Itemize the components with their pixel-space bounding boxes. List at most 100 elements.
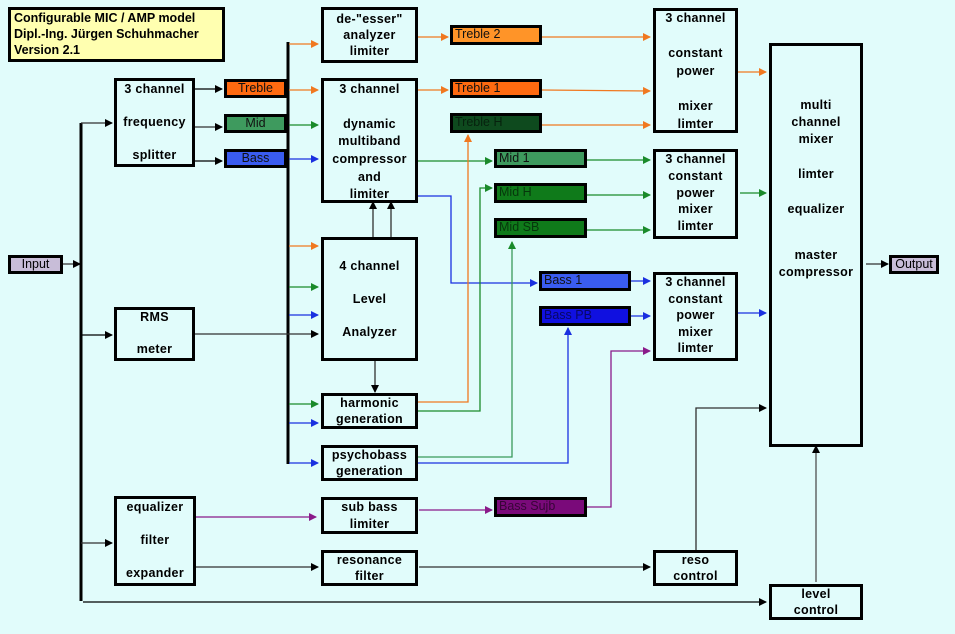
channel-treble-h[interactable]: Treble H bbox=[450, 113, 542, 133]
block-label: control bbox=[793, 603, 839, 617]
block-label: constant bbox=[668, 291, 723, 306]
version-line: Version 2.1 bbox=[14, 43, 81, 57]
block-label: master bbox=[794, 248, 838, 262]
block-label: power bbox=[676, 308, 715, 322]
block-label: de-"esser" bbox=[336, 12, 403, 26]
block-label: constant bbox=[668, 46, 723, 60]
output-node[interactable]: Output bbox=[889, 255, 939, 274]
rms-meter-block[interactable]: RMS meter bbox=[114, 307, 195, 361]
block-label: control bbox=[673, 569, 718, 583]
block-label: 3 channel bbox=[665, 152, 726, 166]
block-label: meter bbox=[136, 342, 173, 356]
block-label: compressor bbox=[778, 265, 854, 279]
block-label: RMS bbox=[140, 310, 169, 324]
channel-label: Mid SB bbox=[499, 220, 540, 234]
block-label: generation bbox=[336, 412, 403, 426]
channel-label: Treble H bbox=[455, 115, 503, 129]
block-label: and bbox=[357, 170, 382, 184]
block-label: splitter bbox=[132, 148, 177, 162]
resonance-filter-block[interactable]: resonance filter bbox=[321, 550, 418, 586]
deesser-block[interactable]: de-"esser" analyzer limiter bbox=[321, 7, 418, 63]
channel-mid[interactable]: Mid bbox=[224, 114, 287, 133]
channel-label: Treble bbox=[238, 81, 273, 95]
block-label: constant bbox=[668, 168, 723, 183]
block-label: mixer bbox=[678, 99, 713, 113]
block-label: filter bbox=[140, 533, 170, 547]
harmonic-generation-block[interactable]: harmonic generation bbox=[321, 393, 418, 429]
mid-mixer-block[interactable]: 3 channel constant power mixer limter bbox=[653, 149, 738, 239]
channel-treble-1[interactable]: Treble 1 bbox=[450, 79, 542, 98]
block-label: 3 channel bbox=[124, 82, 185, 96]
block-label: limter bbox=[677, 117, 714, 131]
block-label: channel bbox=[791, 115, 841, 129]
block-label: mixer bbox=[678, 202, 713, 217]
block-label: 3 channel bbox=[665, 11, 726, 25]
treble-mixer-block[interactable]: 3 channel constant power mixer limter bbox=[653, 8, 738, 133]
block-label: generation bbox=[336, 464, 403, 478]
block-label: Level bbox=[352, 292, 387, 306]
channel-label: Treble 1 bbox=[455, 81, 501, 95]
block-label: reso bbox=[681, 553, 710, 567]
title-line: Configurable MIC / AMP model bbox=[14, 11, 196, 25]
channel-label: Treble 2 bbox=[455, 27, 501, 41]
reso-control-block[interactable]: reso control bbox=[653, 550, 738, 586]
block-label: 4 channel bbox=[339, 259, 400, 273]
block-label: Analyzer bbox=[342, 325, 397, 339]
channel-treble-2[interactable]: Treble 2 bbox=[450, 25, 542, 45]
channel-mid-1[interactable]: Mid 1 bbox=[494, 149, 587, 168]
block-label: power bbox=[676, 185, 715, 200]
block-label: limiter bbox=[349, 517, 390, 531]
channel-label: Mid H bbox=[499, 185, 532, 199]
channel-label: Bass PB bbox=[544, 308, 592, 322]
block-label: compressor bbox=[332, 152, 407, 166]
block-label: harmonic bbox=[340, 396, 399, 410]
channel-label: Bass 1 bbox=[544, 273, 583, 287]
block-label: frequency bbox=[123, 115, 186, 129]
block-label: psychobass bbox=[331, 448, 408, 462]
psychobass-generation-block[interactable]: psychobass generation bbox=[321, 445, 418, 481]
frequency-splitter-block[interactable]: 3 channel frequency splitter bbox=[114, 78, 195, 167]
level-analyzer-block[interactable]: 4 channel Level Analyzer bbox=[321, 237, 418, 361]
block-label: expander bbox=[126, 566, 184, 580]
block-label: limiter bbox=[349, 187, 390, 201]
block-label: mixer bbox=[678, 324, 713, 339]
block-label: limter bbox=[798, 167, 834, 181]
channel-bass-1[interactable]: Bass 1 bbox=[539, 271, 631, 291]
equalizer-filter-block[interactable]: equalizer filter expander bbox=[114, 496, 196, 586]
channel-label: Bass Sujb bbox=[499, 499, 556, 513]
block-label: 3 channel bbox=[665, 275, 726, 289]
title-box: Configurable MIC / AMP model Dipl.-Ing. … bbox=[8, 7, 225, 62]
block-label: filter bbox=[355, 569, 384, 583]
channel-bass-pb[interactable]: Bass PB bbox=[539, 306, 631, 326]
block-label: multi bbox=[800, 98, 832, 112]
level-control-block[interactable]: level control bbox=[769, 584, 863, 620]
block-label: analyzer bbox=[343, 28, 396, 42]
block-label: limter bbox=[677, 219, 714, 233]
multiband-compressor-block[interactable]: 3 channel dynamic multiband compressor a… bbox=[321, 78, 418, 203]
master-mixer-block[interactable]: multi channel mixer limter equalizer mas… bbox=[769, 43, 863, 447]
block-label: equalizer bbox=[787, 202, 845, 216]
channel-bass[interactable]: Bass bbox=[224, 149, 287, 168]
input-node[interactable]: Input bbox=[8, 255, 63, 274]
block-label: level bbox=[801, 587, 831, 601]
channel-treble[interactable]: Treble bbox=[224, 79, 287, 98]
channel-label: Bass bbox=[241, 151, 270, 165]
channel-mid-h[interactable]: Mid H bbox=[494, 183, 587, 203]
block-label: multiband bbox=[338, 134, 401, 148]
channel-label: Mid 1 bbox=[499, 151, 530, 165]
channel-bass-sub[interactable]: Bass Sujb bbox=[494, 497, 587, 517]
block-label: dynamic bbox=[343, 117, 396, 131]
bass-mixer-block[interactable]: 3 channel constant power mixer limter bbox=[653, 272, 738, 361]
block-label: limter bbox=[677, 341, 714, 355]
sub-bass-limiter-block[interactable]: sub bass limiter bbox=[321, 497, 418, 534]
block-label: equalizer bbox=[126, 500, 184, 514]
block-label: power bbox=[676, 64, 715, 78]
channel-label: Mid bbox=[245, 116, 266, 130]
block-label: limiter bbox=[349, 44, 390, 58]
block-label: mixer bbox=[798, 132, 834, 146]
author-line: Dipl.-Ing. Jürgen Schuhmacher bbox=[14, 27, 199, 41]
block-label: 3 channel bbox=[339, 82, 400, 96]
channel-mid-sb[interactable]: Mid SB bbox=[494, 218, 587, 238]
block-label: resonance bbox=[336, 553, 403, 567]
